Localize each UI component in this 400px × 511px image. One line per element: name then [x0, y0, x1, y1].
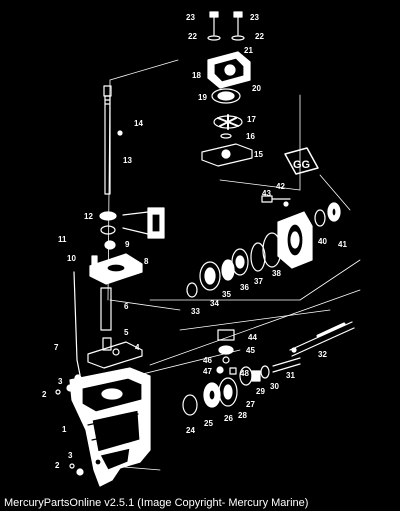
callout-42: 42: [276, 182, 285, 191]
callout-23b: 23: [250, 13, 259, 22]
callout-44: 44: [248, 333, 257, 342]
callout-labels: 1 2 3 4 5 6 7 8 9 10 11 12 13 14 15 16 1…: [42, 13, 347, 470]
callout-1: 1: [62, 425, 67, 434]
housing-plate: [73, 253, 143, 382]
callout-7: 7: [54, 343, 59, 352]
callout-3a: 3: [58, 377, 63, 386]
callout-16: 16: [246, 132, 255, 141]
callout-48: 48: [240, 369, 249, 378]
callout-30: 30: [270, 382, 279, 391]
callout-13: 13: [123, 156, 132, 165]
callout-20: 20: [252, 84, 261, 93]
gearcase-housing: [69, 367, 151, 487]
driveshaft: [103, 85, 123, 195]
callout-12: 12: [84, 212, 93, 221]
callout-35: 35: [222, 290, 231, 299]
callout-28: 28: [238, 411, 247, 420]
prop-shaft-assembly: [182, 195, 355, 416]
callout-10: 10: [67, 254, 76, 263]
water-pump-stack: [201, 11, 253, 167]
callout-40: 40: [318, 237, 327, 246]
callout-47: 47: [203, 367, 212, 376]
callout-22b: 22: [255, 32, 264, 41]
callout-29: 29: [256, 387, 265, 396]
callout-25: 25: [204, 419, 213, 428]
callout-22a: 22: [188, 32, 197, 41]
callout-4: 4: [135, 343, 140, 352]
callout-36: 36: [240, 283, 249, 292]
screws: [55, 384, 84, 476]
gg-badge-text: GG: [293, 159, 310, 171]
callout-6: 6: [124, 302, 129, 311]
callout-18: 18: [192, 71, 201, 80]
exploded-parts-diagram: GG 1 2 3 4 5 6 7 8 9 10 11 12 13 14 15 1…: [42, 11, 361, 487]
callout-34: 34: [210, 299, 219, 308]
callout-21: 21: [244, 46, 253, 55]
callout-3b: 3: [68, 451, 73, 460]
copyright-caption: MercuryPartsOnline v2.5.1 (Image Copyrig…: [4, 497, 309, 509]
callout-43: 43: [262, 189, 271, 198]
callout-5: 5: [124, 328, 129, 337]
callout-38: 38: [272, 269, 281, 278]
callout-8: 8: [144, 257, 149, 266]
callout-31: 31: [286, 371, 295, 380]
callout-2a: 2: [42, 390, 47, 399]
callout-11: 11: [58, 235, 67, 244]
callout-2b: 2: [55, 461, 60, 470]
callout-17: 17: [247, 115, 256, 124]
callout-19: 19: [198, 93, 207, 102]
callout-9: 9: [125, 240, 130, 249]
callout-23a: 23: [186, 13, 195, 22]
callout-15: 15: [254, 150, 263, 159]
callout-37: 37: [254, 277, 263, 286]
callout-39: 39: [297, 256, 306, 265]
gg-badge: [284, 147, 319, 175]
callout-24: 24: [186, 426, 195, 435]
bearing-inset: [99, 207, 165, 250]
callout-26: 26: [224, 414, 233, 423]
callout-41: 41: [338, 240, 347, 249]
callout-33: 33: [191, 307, 200, 316]
callout-32: 32: [318, 350, 327, 359]
callout-45: 45: [246, 346, 255, 355]
callout-46: 46: [203, 356, 212, 365]
callout-27: 27: [246, 400, 255, 409]
callout-14: 14: [134, 119, 143, 128]
